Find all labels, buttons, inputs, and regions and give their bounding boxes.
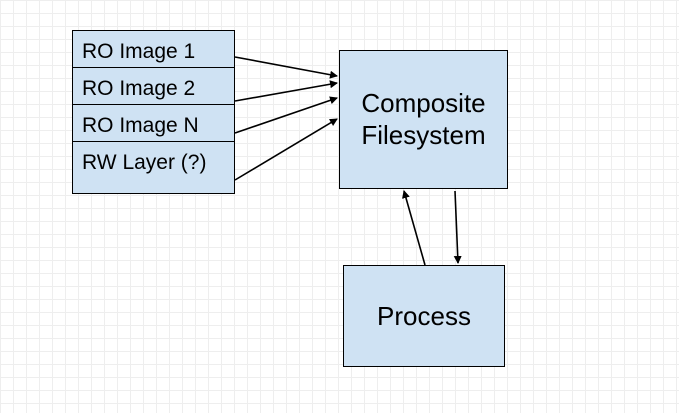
arrow-rw-layer-to-composite [234,118,338,181]
layer-rw-layer: RW Layer (?) [72,141,235,194]
arrow-ro-image-1-to-composite [234,56,338,79]
arrow-process-to-composite [402,190,426,266]
layer-label: RO Image 2 [82,77,196,100]
layer-label: RW Layer (?) [82,151,207,174]
composite-label-line-1: Composite [361,88,486,118]
arrow-ro-image-2-to-composite [234,80,338,102]
composite-label-line-2: Filesystem [361,120,486,150]
layer-label: RO Image 1 [82,40,196,63]
layer-label: RO Image N [82,114,199,137]
process-box: Process [343,265,505,367]
arrow-ro-image-n-to-composite [234,96,338,134]
process-label: Process [377,301,471,331]
layer-ro-image-1: RO Image 1 [72,30,235,68]
layer-ro-image-2: RO Image 2 [72,67,235,105]
composite-filesystem-box: Composite Filesystem [339,50,508,189]
layer-ro-image-n: RO Image N [72,104,235,142]
arrow-composite-to-process [453,190,462,264]
